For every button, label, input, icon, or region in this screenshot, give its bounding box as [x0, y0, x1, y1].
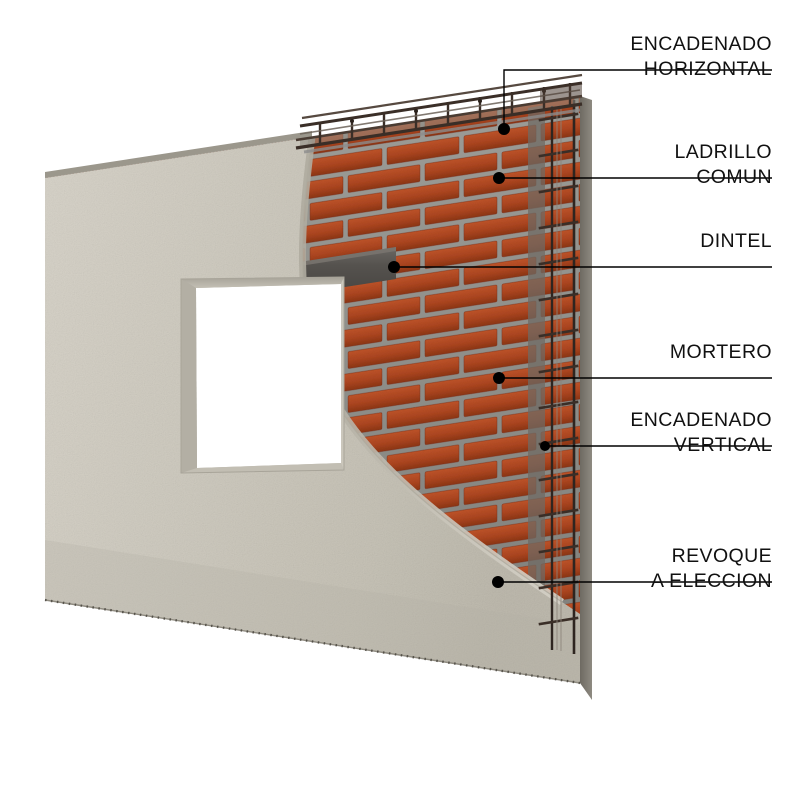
- window-opening: [180, 276, 345, 474]
- leader-encadenado-horizontal: [503, 69, 772, 129]
- callout-line-1: MORTERO: [669, 341, 772, 363]
- encadenado-vertical-rebar: [538, 100, 579, 654]
- callout-encadenado-horizontal: ENCADENADO HORIZONTAL: [630, 32, 772, 82]
- mortar-bed-top: [303, 108, 581, 154]
- callout-line-1: LADRILLO: [674, 141, 772, 163]
- callout-line-1: REVOQUE: [671, 545, 772, 567]
- callout-dintel: DINTEL: [700, 229, 772, 254]
- dot-mortero: [493, 372, 505, 384]
- encadenado-horizontal-rebar: [295, 73, 583, 150]
- callout-line-2: A ELECCION: [650, 570, 772, 592]
- callout-line-1: ENCADENADO: [630, 409, 772, 431]
- leader-lines: [394, 69, 772, 583]
- dot-encadenado-horizontal: [498, 123, 510, 135]
- dot-revoque: [492, 576, 504, 588]
- callout-ladrillo-comun: LADRILLO COMUN: [675, 140, 773, 190]
- wall-bottom-edge: [44, 598, 581, 685]
- callout-line-2: VERTICAL: [673, 434, 772, 456]
- callout-line-1: DINTEL: [700, 230, 772, 252]
- dot-encadenado-vertical: [540, 441, 550, 451]
- dot-ladrillo-comun: [493, 172, 505, 184]
- callout-line-1: ENCADENADO: [630, 33, 772, 55]
- callout-revoque-a-eleccion: REVOQUE A ELECCION: [651, 544, 772, 594]
- brick-end-face: [528, 105, 545, 640]
- plaster-top-cap: [45, 131, 312, 178]
- callout-mortero: MORTERO: [670, 340, 772, 365]
- callout-line-2: HORIZONTAL: [643, 58, 772, 80]
- callout-line-2: COMUN: [696, 166, 772, 188]
- leader-dots: [388, 123, 550, 588]
- dot-dintel: [388, 261, 400, 273]
- callout-encadenado-vertical: ENCADENADO VERTICAL: [630, 408, 772, 458]
- wall-side-face: [580, 96, 592, 700]
